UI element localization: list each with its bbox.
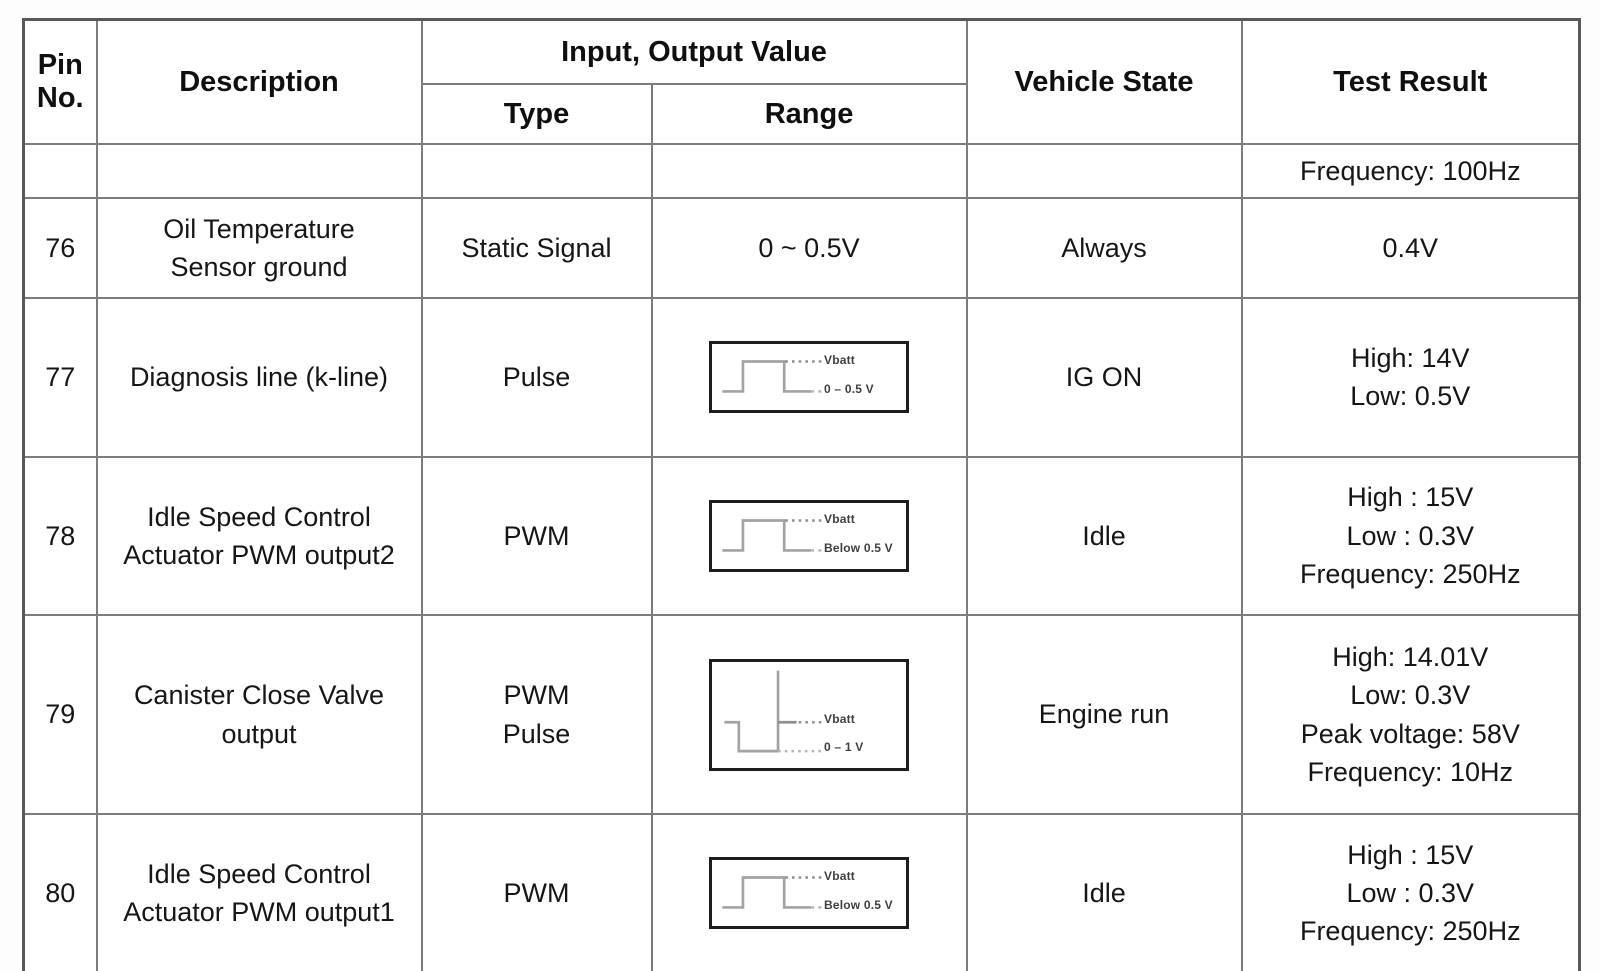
pulse-waveform-icon: Vbatt Below 0.5 V bbox=[709, 857, 909, 930]
cell-type bbox=[420, 143, 653, 199]
inverted-pulse-waveform-trace bbox=[724, 670, 822, 753]
cell-vehicle-state: Engine run bbox=[965, 614, 1243, 815]
cell-test-result: High : 15V Low : 0.3V Frequency: 250Hz bbox=[1240, 812, 1581, 971]
waveform-top-label: Vbatt bbox=[824, 869, 855, 884]
inverted-pulse-spike-waveform-icon: Vbatt 0 – 1 V bbox=[709, 658, 909, 771]
cell-range-waveform: Vbatt Below 0.5 V bbox=[650, 455, 968, 617]
cell-range-waveform: Vbatt 0 – 0.5 V bbox=[650, 297, 968, 458]
waveform-bottom-label: 0 – 1 V bbox=[824, 739, 864, 754]
cell-range: 0 ~ 0.5V bbox=[650, 197, 968, 299]
cell-description: Idle Speed Control Actuator PWM output2 bbox=[95, 455, 423, 617]
pulse-waveform-icon: Vbatt Below 0.5 V bbox=[709, 499, 909, 572]
cell-description: Canister Close Valve output bbox=[95, 614, 423, 815]
cell-test-result: Frequency: 100Hz bbox=[1240, 143, 1581, 199]
waveform-top-label: Vbatt bbox=[824, 511, 855, 526]
header-row-1: Pin No. Description Input, Output Value … bbox=[22, 18, 1581, 145]
cell-test-result: High : 15V Low : 0.3V Frequency: 250Hz bbox=[1240, 455, 1581, 617]
cell-pin: 78 bbox=[22, 455, 98, 617]
table-row-pin-77: 77 Diagnosis line (k-line) Pulse Vbatt 0… bbox=[22, 297, 1581, 458]
pulse-waveform-trace bbox=[722, 360, 824, 394]
cell-pin: 79 bbox=[22, 614, 98, 815]
cell-description: Idle Speed Control Actuator PWM output1 bbox=[95, 812, 423, 971]
cell-range-waveform: Vbatt Below 0.5 V bbox=[650, 812, 968, 971]
waveform-bottom-label: Below 0.5 V bbox=[824, 898, 893, 913]
cell-vehicle-state: Idle bbox=[965, 812, 1243, 971]
cell-range-waveform: Vbatt 0 – 1 V bbox=[650, 614, 968, 815]
header-type: Type bbox=[420, 83, 653, 145]
ecu-pin-spec-table: Pin No. Description Input, Output Value … bbox=[22, 18, 1582, 971]
header-pin-no: Pin No. bbox=[22, 18, 98, 145]
cell-range bbox=[650, 143, 968, 199]
header-vehicle-state: Vehicle State bbox=[965, 18, 1243, 145]
cell-vehicle-state: IG ON bbox=[965, 297, 1243, 458]
cell-pin: 80 bbox=[22, 812, 98, 971]
table-row-pin-80: 80 Idle Speed Control Actuator PWM outpu… bbox=[22, 812, 1581, 971]
cell-type: PWM Pulse bbox=[420, 614, 653, 815]
table-row-pin-79: 79 Canister Close Valve output PWM Pulse… bbox=[22, 614, 1581, 815]
table-row-continuation: Frequency: 100Hz bbox=[22, 143, 1581, 199]
cell-vehicle-state bbox=[965, 143, 1243, 199]
cell-test-result: High: 14V Low: 0.5V bbox=[1240, 297, 1581, 458]
header-input-output-value: Input, Output Value bbox=[420, 18, 968, 85]
cell-type: Pulse bbox=[420, 297, 653, 458]
cell-vehicle-state: Idle bbox=[965, 455, 1243, 617]
cell-test-result: 0.4V bbox=[1240, 197, 1581, 299]
pulse-waveform-icon: Vbatt 0 – 0.5 V bbox=[709, 341, 909, 414]
waveform-bottom-label: Below 0.5 V bbox=[824, 540, 893, 555]
cell-description: Oil Temperature Sensor ground bbox=[95, 197, 423, 299]
cell-test-result: High: 14.01V Low: 0.3V Peak voltage: 58V… bbox=[1240, 614, 1581, 815]
waveform-top-label: Vbatt bbox=[824, 711, 855, 726]
cell-type: Static Signal bbox=[420, 197, 653, 299]
pulse-waveform-trace bbox=[722, 519, 824, 552]
pulse-waveform-trace bbox=[722, 876, 824, 910]
cell-vehicle-state: Always bbox=[965, 197, 1243, 299]
waveform-bottom-label: 0 – 0.5 V bbox=[824, 382, 874, 397]
cell-description bbox=[95, 143, 423, 199]
header-row-2: Type Range bbox=[24, 83, 1580, 145]
header-range: Range bbox=[650, 83, 968, 145]
table-row-pin-76: 76 Oil Temperature Sensor ground Static … bbox=[22, 197, 1581, 299]
cell-pin: 77 bbox=[22, 297, 98, 458]
cell-pin bbox=[22, 143, 98, 199]
cell-description: Diagnosis line (k-line) bbox=[95, 297, 423, 458]
cell-type: PWM bbox=[420, 455, 653, 617]
header-test-result: Test Result bbox=[1240, 18, 1581, 145]
header-description: Description bbox=[95, 18, 423, 145]
cell-pin: 76 bbox=[22, 197, 98, 299]
waveform-top-label: Vbatt bbox=[824, 353, 855, 368]
cell-type: PWM bbox=[420, 812, 653, 971]
table-row-pin-78: 78 Idle Speed Control Actuator PWM outpu… bbox=[22, 455, 1581, 617]
